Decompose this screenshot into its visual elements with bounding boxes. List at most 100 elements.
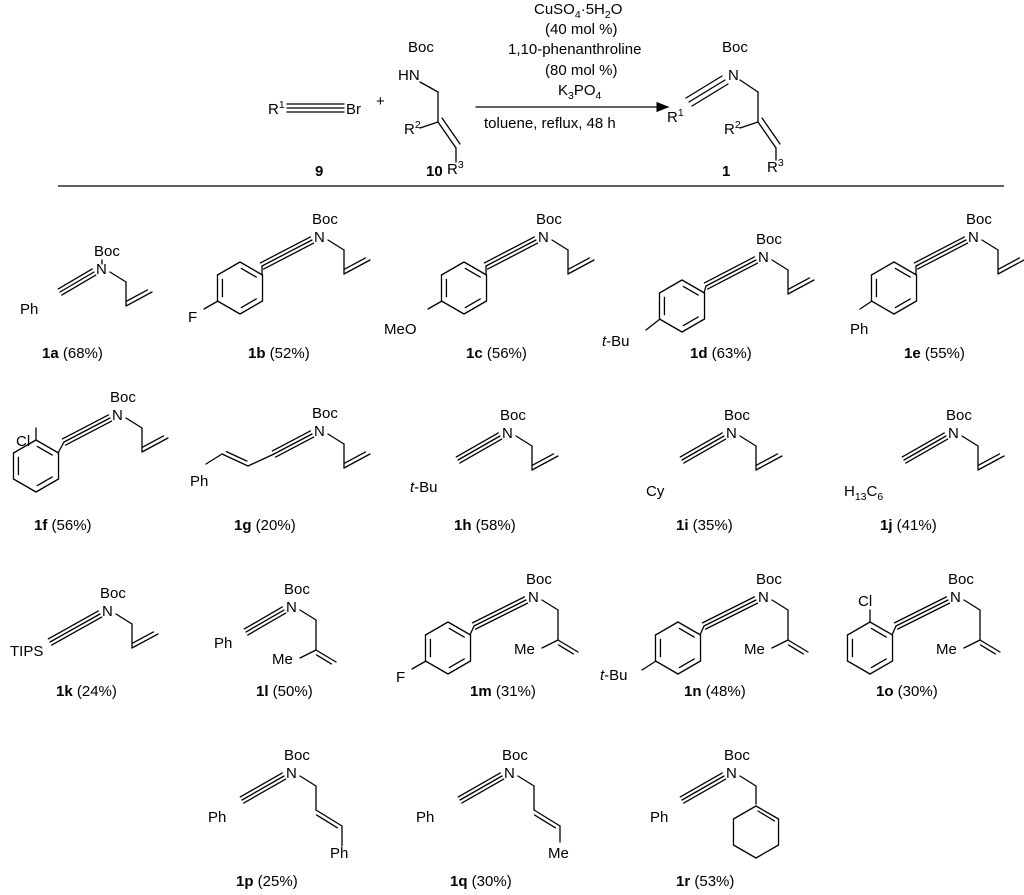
n-label: N	[726, 765, 737, 782]
r3-label: R3	[447, 159, 464, 178]
n-label: N	[538, 229, 549, 246]
compound-label-1i: 1i (35%)	[676, 517, 733, 534]
tbu-label: t-Bu	[410, 479, 438, 496]
boc-label: Boc	[312, 405, 338, 422]
hn-label: HN	[398, 67, 420, 84]
compound-label-1f: 1f (56%)	[34, 517, 92, 534]
n-label: N	[528, 589, 539, 606]
compound-label-1b: 1b (52%)	[248, 345, 310, 362]
f-label: F	[396, 669, 405, 686]
reaction-conditions: CuSO4·5H2O (40 mol %) 1,10-phenanthrolin…	[475, 1, 670, 132]
tips-label: TIPS	[10, 643, 43, 660]
r1-label: R1	[268, 99, 285, 118]
n-label: N	[726, 425, 737, 442]
boc-label: Boc	[946, 407, 972, 424]
n-label: N	[758, 249, 769, 266]
boc-label: Boc	[756, 231, 782, 248]
boc-label: Boc	[284, 581, 310, 598]
n-label: N	[314, 423, 325, 440]
compound-label-1d: 1d (63%)	[690, 345, 752, 362]
n-label: N	[112, 407, 123, 424]
n-label: N	[502, 425, 513, 442]
n-label: N	[286, 599, 297, 616]
boc-label: Boc	[722, 39, 748, 56]
boc-label: Boc	[966, 211, 992, 228]
boc-label: Boc	[94, 243, 120, 260]
compound-label-1q: 1q (30%)	[450, 873, 512, 890]
boc-label: Boc	[110, 389, 136, 406]
compound-number-9: 9	[315, 163, 323, 180]
cl-label: Cl	[858, 593, 872, 610]
cond-below: toluene, reflux, 48 h	[484, 115, 616, 132]
r3-label: R3	[767, 157, 784, 176]
cond-line3: 1,10-phenanthroline	[508, 41, 641, 58]
ph-label: Ph	[214, 635, 232, 652]
plus-sign: +	[376, 93, 385, 110]
compound-label-1k: 1k (24%)	[56, 683, 117, 700]
compound-label-1j: 1j (41%)	[880, 517, 937, 534]
r2-label: R2	[404, 119, 421, 138]
me-label: Me	[744, 641, 765, 658]
cond-line5: K3PO4	[558, 82, 602, 102]
reagent-bromoalkyne: R1 Br	[268, 99, 361, 118]
cy-label: Cy	[646, 483, 665, 500]
tbu-label: t-Bu	[602, 333, 630, 350]
ph-label: Ph	[330, 845, 348, 862]
n-label: N	[728, 67, 739, 84]
compound-label-1e: 1e (55%)	[904, 345, 965, 362]
compound-label-1o: 1o (30%)	[876, 683, 938, 700]
reagent-allylamine: Boc HN R2 R3	[398, 39, 464, 178]
boc-label: Boc	[100, 585, 126, 602]
ph-label: Ph	[416, 809, 434, 826]
compound-number-10: 10	[426, 163, 443, 180]
cond-line4: (80 mol %)	[545, 62, 618, 79]
compound-number-1: 1	[722, 163, 730, 180]
ph-label: Ph	[190, 473, 208, 490]
me-label: Me	[548, 845, 569, 862]
r1-label: R1	[667, 107, 684, 126]
cond-line2: (40 mol %)	[545, 21, 618, 38]
boc-label: Boc	[948, 571, 974, 588]
tbu-label: t-Bu	[600, 667, 628, 684]
boc-label: Boc	[526, 571, 552, 588]
compound-label-1l: 1l (50%)	[256, 683, 313, 700]
compound-label-1g: 1g (20%)	[234, 517, 296, 534]
h13c6-label: H13C6	[844, 483, 883, 503]
r2-label: R2	[724, 119, 741, 138]
boc-label: Boc	[724, 747, 750, 764]
ph-label: Ph	[850, 321, 868, 338]
boc-label: Boc	[408, 39, 434, 56]
compound-label-1n: 1n (48%)	[684, 683, 746, 700]
ph-label: Ph	[650, 809, 668, 826]
compound-label-1m: 1m (31%)	[470, 683, 536, 700]
product-general: Boc N R1 R2 R3	[667, 39, 784, 176]
me-label: Me	[272, 651, 293, 668]
compound-label-1a: 1a (68%)	[42, 345, 103, 362]
boc-label: Boc	[284, 747, 310, 764]
boc-label: Boc	[500, 407, 526, 424]
n-label: N	[758, 589, 769, 606]
ph-label: Ph	[208, 809, 226, 826]
boc-label: Boc	[724, 407, 750, 424]
n-label: N	[504, 765, 515, 782]
cl-label: Cl	[16, 433, 30, 450]
compound-label-1p: 1p (25%)	[236, 873, 298, 890]
